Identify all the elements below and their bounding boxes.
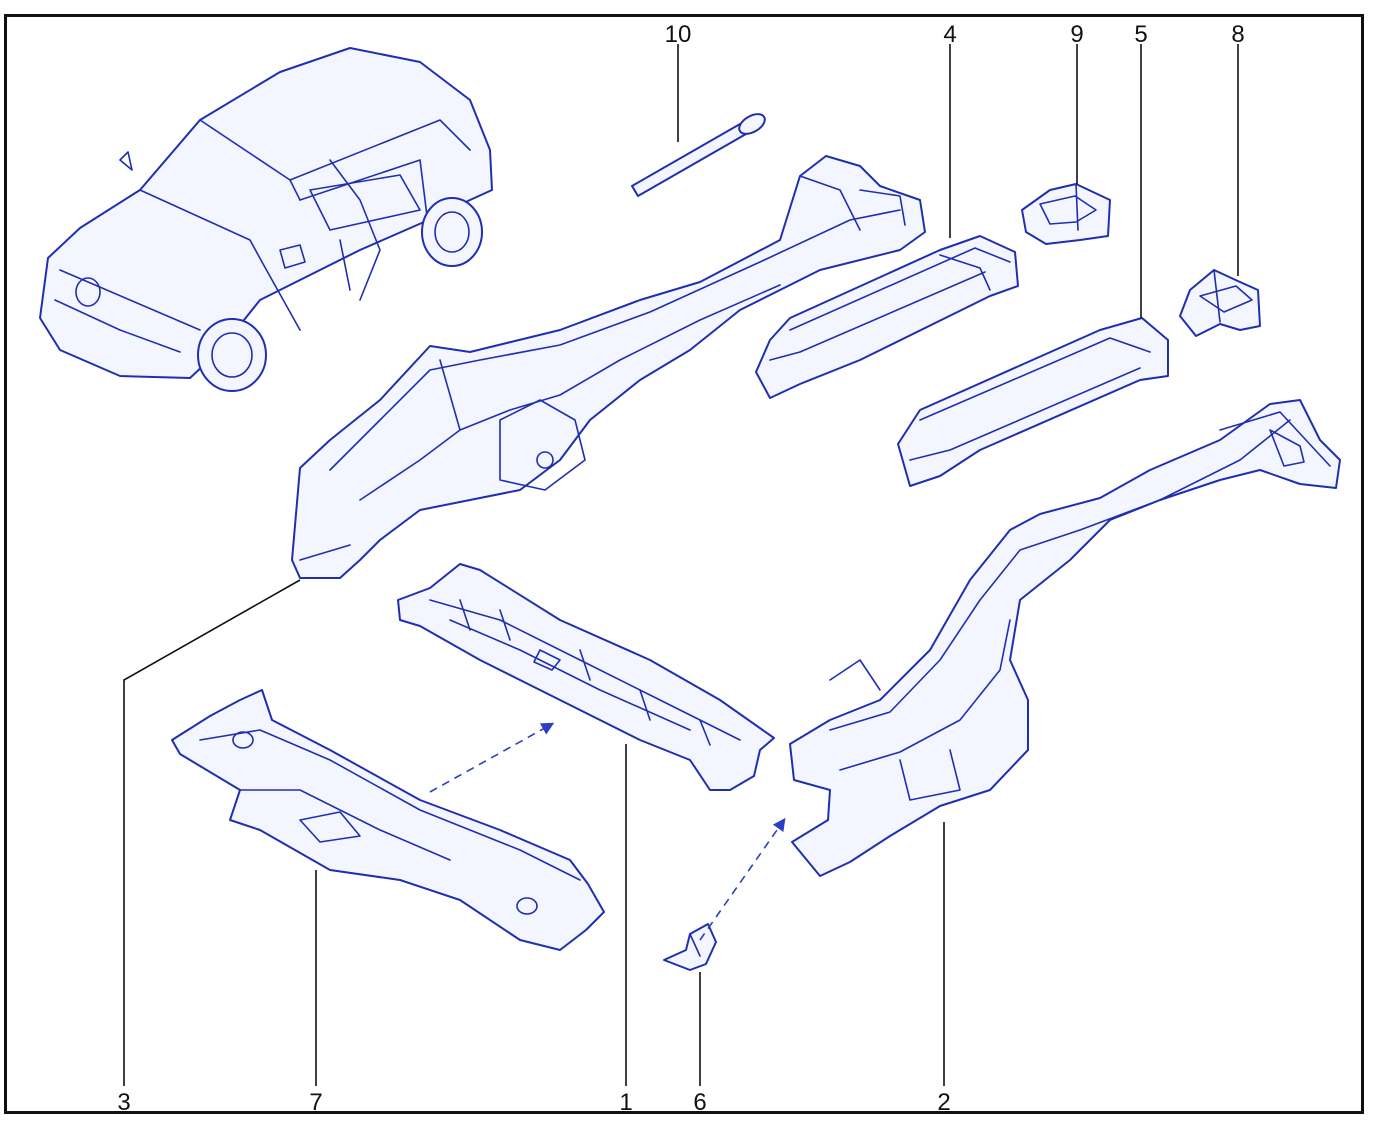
callout-9: 9 <box>1070 21 1083 48</box>
callout-2: 2 <box>937 1089 950 1116</box>
callout-3: 3 <box>117 1089 130 1116</box>
callout-4: 4 <box>943 21 956 48</box>
callout-7: 7 <box>309 1089 322 1116</box>
part-9-bracket <box>1021 183 1111 245</box>
assembly-arrow-6-to-2 <box>699 817 786 941</box>
callout-1: 1 <box>619 1089 632 1116</box>
vehicle-illustration <box>39 47 493 392</box>
part-8-bracket <box>1179 269 1261 337</box>
callout-6: 6 <box>693 1089 706 1116</box>
part-1-crossmember <box>397 563 775 791</box>
part-7-crossmember <box>171 689 605 951</box>
part-3-side-member <box>291 155 926 579</box>
callout-10: 10 <box>665 21 692 48</box>
part-6-bracket <box>663 923 717 971</box>
callout-8: 8 <box>1231 21 1244 48</box>
part-10-pin <box>631 113 766 197</box>
assembly-arrow-7-to-1 <box>429 722 555 793</box>
part-2-side-member <box>789 399 1341 877</box>
part-4-rail <box>755 235 1019 399</box>
leader-lines <box>123 44 1239 1086</box>
callout-5: 5 <box>1134 21 1147 48</box>
part-5-rail <box>897 317 1169 487</box>
